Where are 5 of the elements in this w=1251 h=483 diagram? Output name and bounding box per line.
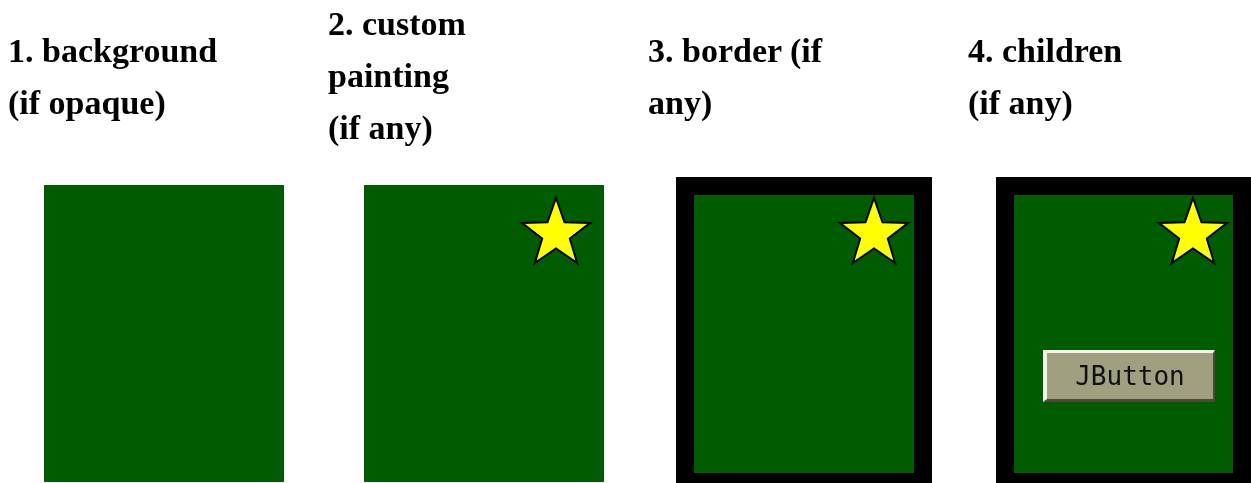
button: JButton <box>1043 350 1215 402</box>
panel-heading: 3. border (if any) <box>648 31 823 123</box>
panel-heading: 2. custom painting (if any) <box>328 4 467 148</box>
panel-heading: 4. children (if any) <box>968 31 1124 123</box>
panel-heading: 1. background (if opaque) <box>8 31 219 123</box>
